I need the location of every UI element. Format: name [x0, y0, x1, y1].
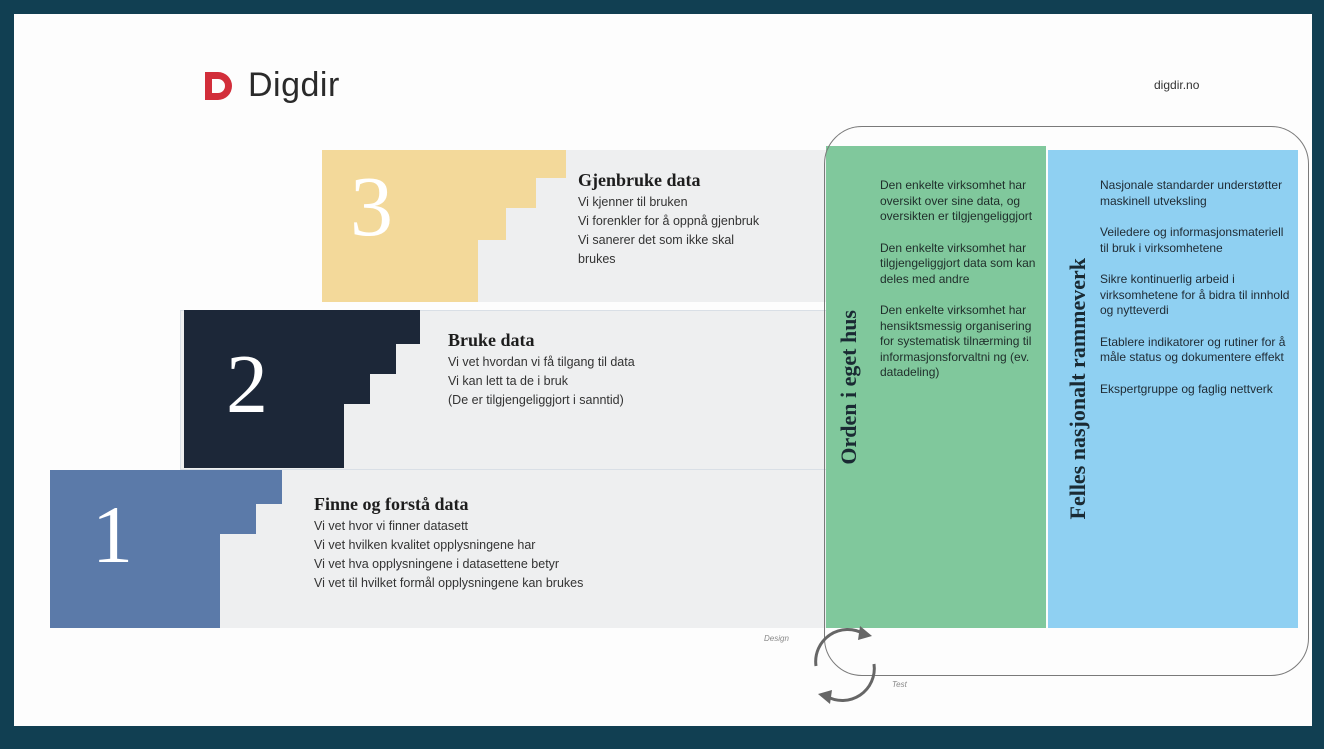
- blue-panel-paragraph: Etablere indikatorer og rutiner for å må…: [1100, 334, 1286, 365]
- cycle-label-test: Test: [892, 680, 907, 689]
- step-3-line: brukes: [578, 252, 616, 266]
- step-3-number: 3: [350, 158, 393, 254]
- green-panel-paragraph: Den enkelte virksomhet har oversikt over…: [880, 178, 1033, 223]
- site-url: digdir.no: [1154, 78, 1200, 92]
- digdir-d-icon: [205, 71, 232, 100]
- rounded-frame: [824, 126, 1309, 676]
- step-2-number: 2: [226, 338, 268, 431]
- cycle-label-design: Design: [764, 634, 789, 643]
- step-3-text: Gjenbruke data Vi kjenner til bruken Vi …: [578, 170, 828, 269]
- blue-panel-paragraph: Sikre kontinuerlig arbeid i virksomheten…: [1100, 272, 1290, 317]
- step-2-text: Bruke data Vi vet hvordan vi få tilgang …: [448, 330, 808, 410]
- step-2-title: Bruke data: [448, 330, 535, 350]
- step-3-title: Gjenbruke data: [578, 170, 701, 190]
- green-panel: [826, 146, 1046, 628]
- step-1-line: Vi vet hvor vi finner datasett: [314, 519, 469, 533]
- step-1-block: [50, 470, 282, 628]
- digdir-logo: Digdir: [202, 66, 340, 105]
- slide: Digdir digdir.no 3 2 1 Gjenbruke data Vi…: [14, 14, 1312, 726]
- step-2-line: Vi vet hvordan vi få tilgang til data: [448, 355, 635, 369]
- step-1-title: Finne og forstå data: [314, 494, 469, 514]
- step-1-line: Vi vet hva opplysningene i datasettene b…: [314, 557, 560, 571]
- step-2-block: [184, 310, 420, 468]
- step-3-line: Vi forenkler for å oppnå gjenbruk: [578, 214, 760, 228]
- step-2-line: (De er tilgjengeliggjort i sanntid): [448, 393, 624, 407]
- step-1-text: Finne og forstå data Vi vet hvor vi finn…: [314, 494, 734, 593]
- step-3-block: [322, 150, 566, 302]
- green-panel-paragraph: Den enkelte virksomhet har tilgjengeligg…: [880, 240, 1036, 286]
- green-panel-paragraph: Den enkelte virksomhet har hensiktsmessi…: [880, 303, 1032, 379]
- blue-panel-paragraph: Ekspertgruppe og faglig nettverk: [1100, 381, 1273, 396]
- cycle-arrows-icon: [814, 626, 876, 704]
- step-3-line: Vi kjenner til bruken: [578, 195, 688, 209]
- step-1-number: 1: [92, 489, 133, 580]
- step-1-line: Vi vet hvilken kvalitet opplysningene ha…: [314, 538, 536, 552]
- green-panel-text: Den enkelte virksomhet har oversikt over…: [880, 178, 1040, 397]
- step-3-line: Vi sanerer det som ikke skal: [578, 233, 735, 247]
- blue-panel-text: Nasjonale standarder understøtter maskin…: [1100, 178, 1290, 413]
- step-2-line: Vi kan lett ta de i bruk: [448, 374, 568, 388]
- blue-panel: [1048, 150, 1298, 628]
- step-1-line: Vi vet til hvilket formål opplysningene …: [314, 576, 584, 590]
- blue-panel-paragraph: Veiledere og informasjonsmateriell til b…: [1100, 225, 1284, 255]
- logo-text: Digdir: [248, 66, 340, 104]
- blue-panel-paragraph: Nasjonale standarder understøtter maskin…: [1100, 178, 1283, 208]
